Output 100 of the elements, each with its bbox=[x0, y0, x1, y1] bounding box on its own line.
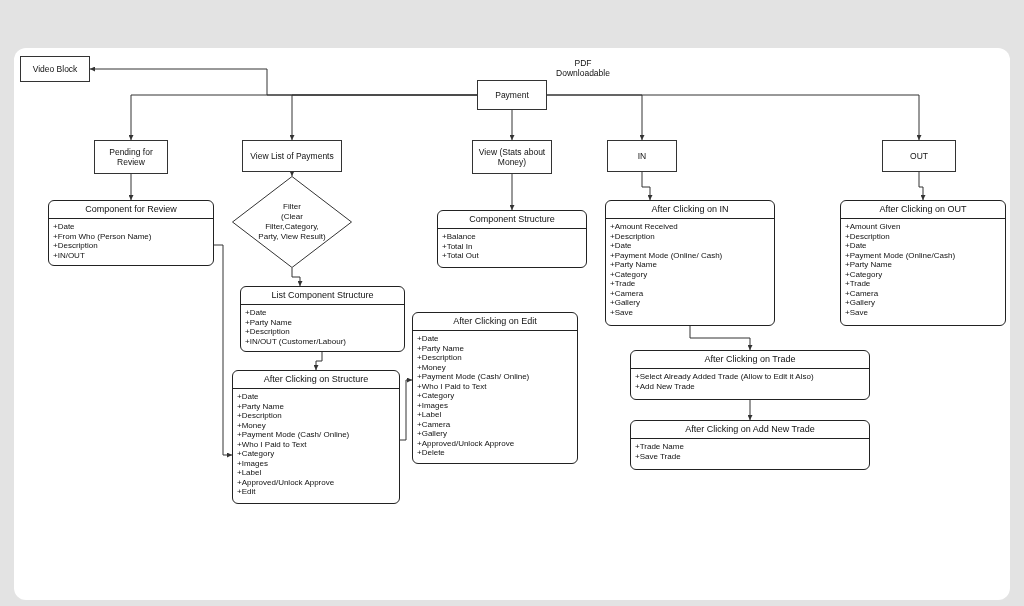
attribute-text: +Party Name bbox=[417, 343, 464, 353]
attribute-text: +Description bbox=[845, 231, 890, 241]
arrow bbox=[289, 94, 478, 141]
attribute-text: +Camera bbox=[417, 419, 451, 429]
attribute-text: +Money bbox=[237, 420, 266, 430]
class-box bbox=[630, 420, 870, 470]
class-box bbox=[605, 200, 775, 326]
attribute-text: +Delete bbox=[417, 448, 445, 458]
attribute-text: +Description bbox=[53, 241, 98, 251]
attribute-text: +Camera bbox=[845, 288, 879, 298]
attribute-text: +Total In bbox=[442, 241, 473, 251]
attribute-text: +Approved/Unlock Approve bbox=[237, 477, 335, 487]
box-heading: Component Structure bbox=[438, 211, 586, 229]
attribute-text: +Party Name bbox=[610, 260, 657, 270]
attribute-text: +Category bbox=[237, 449, 275, 459]
box-label: View (Stats about Money) bbox=[477, 146, 547, 168]
box-label: View List of Payments bbox=[250, 150, 334, 162]
class-box bbox=[48, 200, 214, 266]
decision-diamond bbox=[232, 176, 352, 268]
process-box bbox=[472, 140, 552, 174]
attribute-text: +Category bbox=[417, 391, 455, 401]
attribute-text: +Date bbox=[417, 334, 439, 344]
attribute-text: +Save bbox=[845, 307, 868, 317]
attribute-text: +IN/OUT (Customer/Labour) bbox=[245, 336, 346, 346]
attribute-text: +Gallery bbox=[845, 298, 875, 308]
box-heading: After Clicking on OUT bbox=[841, 201, 1005, 219]
process-box bbox=[607, 140, 677, 172]
attribute-text: +Trade bbox=[845, 279, 871, 289]
attribute-text: +Approved/Unlock Approve bbox=[417, 438, 515, 448]
arrow bbox=[313, 351, 323, 371]
attribute-text: +Trade bbox=[610, 279, 636, 289]
decision-text: (Clear Filter,Category, Party, View Result) bbox=[257, 212, 327, 242]
class-box bbox=[840, 200, 1006, 326]
arrow bbox=[509, 109, 515, 141]
box-heading: After Clicking on IN bbox=[606, 201, 774, 219]
attribute-text: +Party Name bbox=[845, 260, 892, 270]
attribute-text: +IN/OUT bbox=[53, 250, 85, 260]
attribute-text: +Save bbox=[610, 307, 633, 317]
arrow bbox=[128, 173, 134, 201]
attribute-text: +Payment Mode (Online/ Cash) bbox=[610, 250, 723, 260]
attribute-text: +Add New Trade bbox=[635, 381, 695, 391]
attribute-text: +Party Name bbox=[245, 317, 292, 327]
attribute-text: +Balance bbox=[442, 232, 476, 242]
attribute-text: +Date bbox=[610, 241, 632, 251]
arrow bbox=[918, 171, 926, 201]
attribute-text: +Payment Mode (Online/Cash) bbox=[845, 250, 956, 260]
attribute-text: +Amount Received bbox=[610, 222, 678, 232]
attribute-text: +Date bbox=[53, 222, 75, 232]
attribute-text: +Who I Paid to Text bbox=[417, 381, 487, 391]
box-heading: After Clicking on Edit bbox=[413, 313, 577, 331]
attribute-text: +Payment Mode (Cash/ Online) bbox=[237, 430, 350, 440]
attribute-text: +Select Already Added Trade (Allow to Edit it Also) bbox=[635, 372, 814, 382]
class-box bbox=[412, 312, 578, 464]
attribute-text: +Date bbox=[245, 308, 267, 318]
arrow bbox=[546, 94, 922, 141]
attribute-text: +Category bbox=[610, 269, 648, 279]
box-label: Payment bbox=[495, 89, 529, 101]
arrow bbox=[747, 399, 753, 421]
class-box bbox=[240, 286, 405, 352]
attribute-text: +Amount Given bbox=[845, 222, 901, 232]
class-box bbox=[630, 350, 870, 400]
attribute-text: +Description bbox=[245, 327, 290, 337]
attribute-text: +Payment Mode (Cash/ Online) bbox=[417, 372, 530, 382]
process-box bbox=[20, 56, 90, 82]
arrow bbox=[509, 173, 515, 211]
arrow bbox=[289, 171, 295, 177]
attribute-text: +Gallery bbox=[610, 298, 640, 308]
attribute-text: +Trade Name bbox=[635, 442, 684, 452]
box-label: OUT bbox=[910, 150, 928, 162]
attribute-text: +Category bbox=[845, 269, 883, 279]
arrow bbox=[399, 377, 413, 441]
attribute-text: +Date bbox=[845, 241, 867, 251]
attribute-text: +Party Name bbox=[237, 401, 284, 411]
attribute-text: +Date bbox=[237, 392, 259, 402]
process-box bbox=[94, 140, 168, 174]
attribute-text: +Images bbox=[237, 458, 268, 468]
box-label: IN bbox=[637, 150, 647, 162]
attribute-text: +Save Trade bbox=[635, 451, 681, 461]
box-label: Pending for Review bbox=[108, 146, 154, 168]
arrow bbox=[641, 171, 653, 201]
arrow bbox=[291, 267, 303, 287]
attribute-text: +Money bbox=[417, 362, 446, 372]
attribute-text: +Who I Paid to Text bbox=[237, 439, 307, 449]
attribute-text: +Description bbox=[417, 353, 462, 363]
attribute-text: +Label bbox=[417, 410, 442, 420]
attribute-text: +Gallery bbox=[417, 429, 447, 439]
box-heading: After Clicking on Add New Trade bbox=[631, 421, 869, 439]
class-box bbox=[232, 370, 400, 504]
box-heading: Component for Review bbox=[49, 201, 213, 219]
attribute-text: +Description bbox=[237, 411, 282, 421]
box-heading: After Clicking on Trade bbox=[631, 351, 869, 369]
attribute-text: +Camera bbox=[610, 288, 644, 298]
attribute-text: +Edit bbox=[237, 487, 256, 497]
process-box bbox=[882, 140, 956, 172]
attribute-text: +Description bbox=[610, 231, 655, 241]
attribute-text: +Images bbox=[417, 400, 448, 410]
attribute-text: +Total Out bbox=[442, 251, 479, 261]
box-label: Video Block bbox=[32, 63, 78, 75]
class-box bbox=[437, 210, 587, 268]
box-heading: After Clicking on Structure bbox=[233, 371, 399, 389]
